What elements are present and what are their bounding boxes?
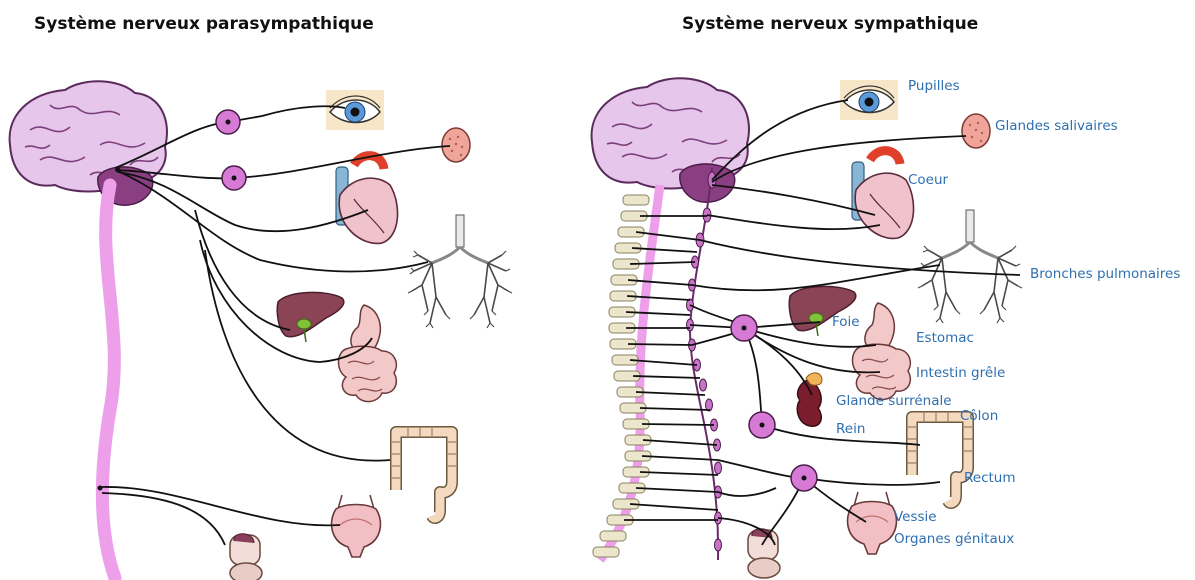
label-bronches: Bronches pulmonaires — [1030, 268, 1180, 282]
left-bladder-icon — [332, 495, 381, 557]
left-spinal-cord — [102, 185, 115, 578]
label-coeur: Coeur — [908, 174, 948, 188]
right-genitals-icon — [748, 529, 780, 578]
label-vessie: Vessie — [894, 511, 937, 525]
label-intestin: Intestin grêle — [916, 367, 1005, 381]
left-lungs-icon — [408, 215, 512, 328]
sympathetic-panel — [592, 78, 1022, 578]
left-brain-icon — [10, 81, 167, 205]
parasympathetic-panel — [10, 81, 512, 580]
left-stomach-icon — [339, 305, 397, 402]
right-salivary-gland-icon — [962, 114, 990, 148]
left-genitals-icon — [230, 534, 262, 580]
label-rectum: Rectum — [964, 472, 1016, 486]
label-surrenale: Glande surrénale — [836, 395, 952, 409]
right-heart-icon — [852, 151, 914, 239]
right-eye-icon — [840, 80, 898, 120]
right-colon-icon — [906, 411, 974, 503]
label-pupilles: Pupilles — [908, 80, 960, 94]
left-eye-icon — [326, 90, 384, 130]
label-genitaux: Organes génitaux — [894, 533, 1014, 547]
right-bladder-icon — [848, 492, 897, 554]
label-glandes-salivaires: Glandes salivaires — [995, 120, 1118, 134]
label-rein: Rein — [836, 423, 865, 437]
right-brain-icon — [592, 78, 749, 202]
left-heart-icon — [336, 156, 398, 244]
label-estomac: Estomac — [916, 332, 974, 346]
left-colon-icon — [390, 426, 458, 518]
right-kidney-icon — [797, 373, 822, 426]
left-salivary-gland-icon — [442, 128, 470, 162]
right-stomach-icon — [853, 303, 911, 400]
left-liver-icon — [277, 292, 344, 342]
label-colon: Côlon — [960, 410, 998, 424]
label-foie: Foie — [832, 316, 860, 330]
